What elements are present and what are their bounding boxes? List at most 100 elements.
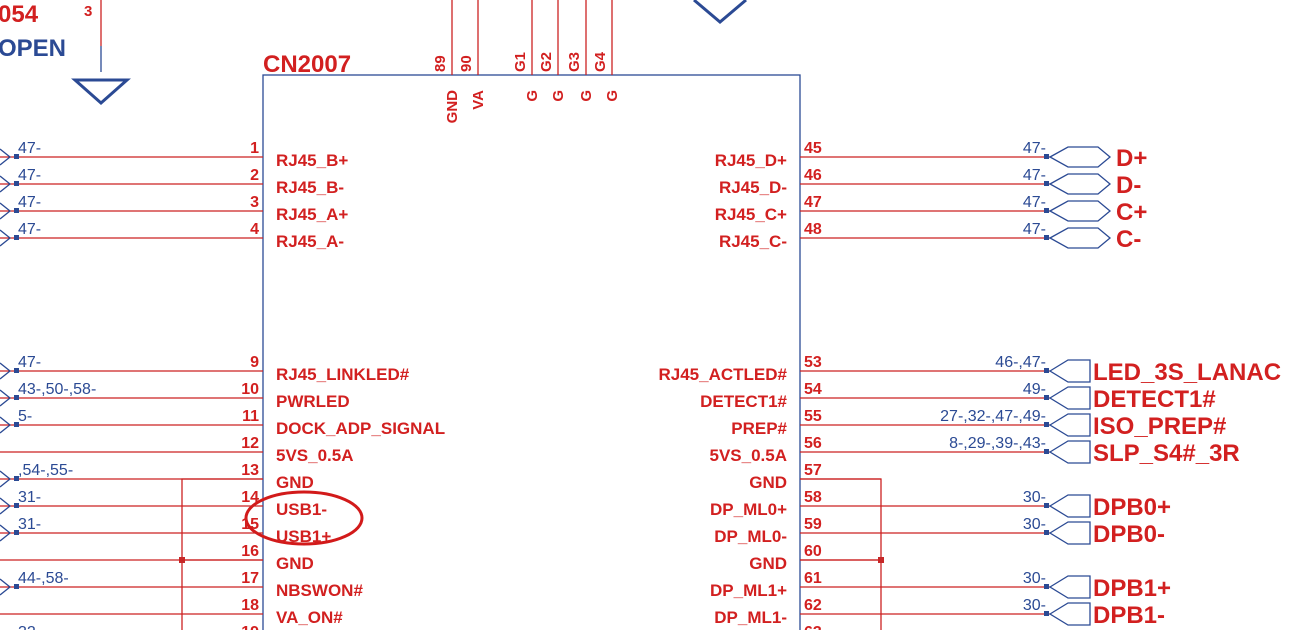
offpage-connector-icon [0, 497, 12, 515]
top-pin-name: G [550, 90, 567, 102]
pin-number: 18 [241, 597, 259, 614]
cross-reference: 30- [1023, 516, 1046, 533]
pin-number: 2 [250, 167, 259, 184]
pin-number: 57 [804, 462, 822, 479]
pin-number: 16 [241, 543, 259, 560]
pin-number: 19 [241, 624, 259, 630]
port-icon [1048, 521, 1091, 545]
pin-name: GND [749, 554, 787, 573]
highlight-circle [244, 490, 364, 546]
cross-reference: 47- [18, 221, 41, 238]
cross-reference: 32 [18, 624, 36, 630]
pin-name: VA_ON# [276, 608, 343, 627]
top-pin-number: G1 [512, 52, 529, 72]
pin-number: 12 [241, 435, 259, 452]
pin-number: 61 [804, 570, 822, 587]
pin-name: DP_ML0- [714, 527, 787, 546]
cross-reference: 46-,47- [995, 354, 1046, 371]
cross-reference: 30- [1023, 570, 1046, 587]
bidirectional-port-icon [1048, 200, 1112, 222]
port-icon [1048, 386, 1091, 410]
pin-number: 62 [804, 597, 822, 614]
pin-number: 14 [241, 489, 259, 506]
cross-reference: 8-,29-,39-,43- [949, 435, 1046, 452]
offpage-connector-icon [0, 362, 12, 380]
net-label: DPB1+ [1093, 575, 1171, 602]
cross-reference: 47- [18, 194, 41, 211]
pin-name: DOCK_ADP_SIGNAL [276, 419, 445, 438]
pin-number: 1 [250, 140, 259, 157]
cross-reference: 27-,32-,47-,49- [940, 408, 1046, 425]
bidirectional-port-icon [1048, 173, 1112, 195]
pin-number: 15 [241, 516, 259, 533]
port-icon [1048, 359, 1091, 383]
cross-reference: 5- [18, 408, 32, 425]
top-pin-number: G3 [566, 52, 583, 72]
cross-reference: 47- [18, 140, 41, 157]
top-pin-name: G [524, 90, 541, 102]
pin-number: 11 [242, 408, 259, 425]
pin-number: 53 [804, 354, 822, 371]
cross-reference: 49- [1023, 381, 1046, 398]
status-label: OPEN [0, 35, 66, 62]
pin-name: RJ45_B+ [276, 151, 348, 170]
port-icon [1048, 494, 1091, 518]
pin-number: 45 [804, 140, 822, 157]
pin-number: 9 [250, 354, 259, 371]
cross-reference: 30- [1023, 597, 1046, 614]
pin-number: 56 [804, 435, 822, 452]
net-label: LED_3S_LANAC [1093, 359, 1281, 386]
top-pin-name: GND [444, 90, 461, 124]
pin-3-label: 3 [84, 3, 92, 20]
pin-name: PWRLED [276, 392, 350, 411]
pin-name: DP_ML0+ [710, 500, 787, 519]
pin-number: 17 [241, 570, 259, 587]
pin-name: RJ45_B- [276, 178, 344, 197]
pin-name: DP_ML1- [714, 608, 787, 627]
bidirectional-port-icon [1048, 146, 1112, 168]
top-pin-number: G4 [592, 51, 609, 72]
pin-number: 55 [804, 408, 822, 425]
net-label: DPB1- [1093, 602, 1165, 629]
pin-number: 47 [804, 194, 822, 211]
ground-symbol [71, 78, 131, 106]
pin-number: 13 [241, 462, 259, 479]
pin-name: RJ45_LINKLED# [276, 365, 410, 384]
top-pin-number: 90 [458, 55, 475, 72]
pin-name: GND [276, 554, 314, 573]
part-fragment: 054 [0, 1, 39, 28]
cross-reference: 47- [1023, 221, 1046, 238]
cross-reference: 31- [18, 489, 41, 506]
cross-reference: 30- [1023, 489, 1046, 506]
pin-number: 60 [804, 543, 822, 560]
offpage-connector-icon [0, 148, 12, 166]
offpage-connector-icon [0, 175, 12, 193]
offpage-connector-icon [0, 202, 12, 220]
cross-reference: 47- [18, 167, 41, 184]
pin-name: DETECT1# [700, 392, 787, 411]
cross-reference: 31- [18, 516, 41, 533]
pin-number: 3 [250, 194, 259, 211]
net-label: ISO_PREP# [1093, 413, 1226, 440]
offpage-connector-icon [0, 524, 12, 542]
pin-name: RJ45_C+ [715, 205, 787, 224]
pin-name: RJ45_ACTLED# [659, 365, 788, 384]
net-label: D- [1116, 172, 1141, 199]
pin-number: 10 [241, 381, 259, 398]
pin-number: 46 [804, 167, 822, 184]
cross-reference: 47- [1023, 194, 1046, 211]
pin-name: 5VS_0.5A [710, 446, 788, 465]
pin-name: DP_ML1+ [710, 581, 787, 600]
top-pin-number: G2 [538, 52, 555, 72]
cross-reference: 47- [18, 354, 41, 371]
cross-reference: 44-,58- [18, 570, 69, 587]
offpage-connector-icon [0, 389, 12, 407]
pin-number: 48 [804, 221, 822, 238]
net-label: DETECT1# [1093, 386, 1216, 413]
top-pin-name: G [604, 90, 621, 102]
pin-name: RJ45_C- [719, 232, 787, 251]
ground-symbol-top [693, 0, 747, 24]
offpage-connector-icon [0, 470, 12, 488]
offpage-connector-icon [0, 229, 12, 247]
